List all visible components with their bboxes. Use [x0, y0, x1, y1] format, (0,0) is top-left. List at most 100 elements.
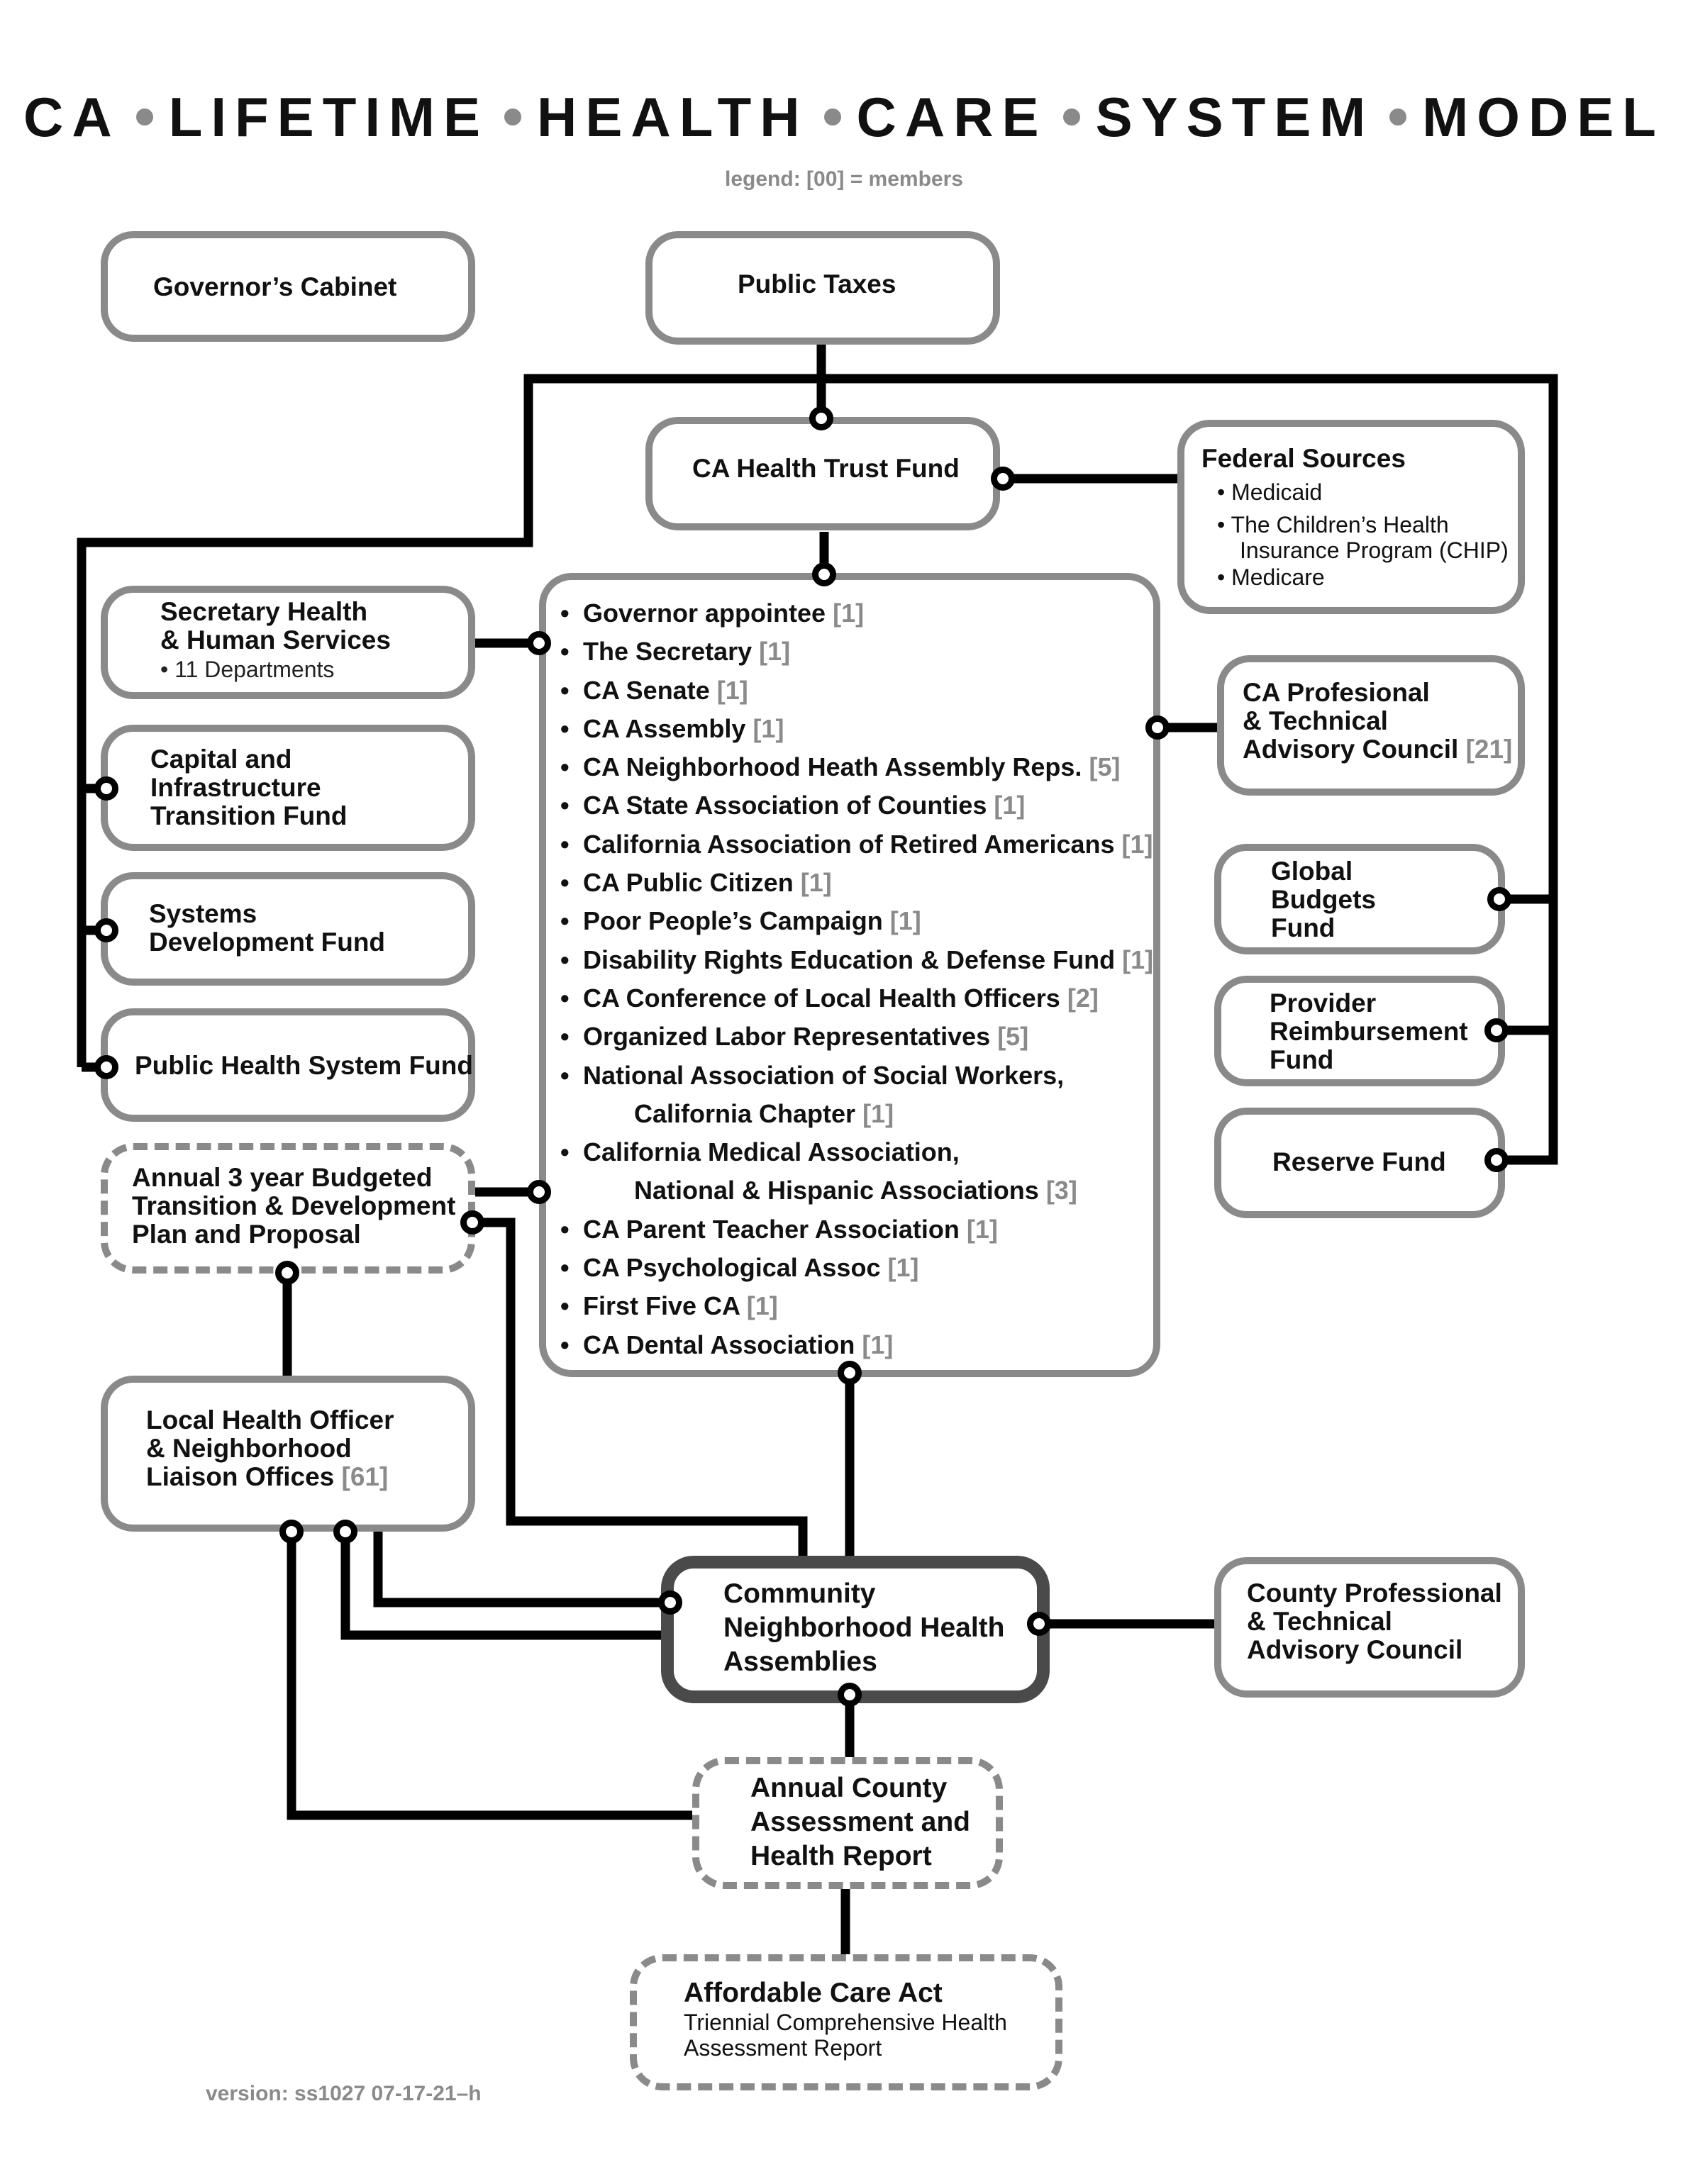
annual-plan-line: Transition & Development — [132, 1191, 456, 1220]
global-budgets-line: Fund — [1271, 913, 1336, 942]
board-member-count: [2] — [1067, 983, 1099, 1013]
wire-local-community-2 — [340, 1532, 670, 1640]
global-budgets-line: Global — [1271, 857, 1353, 886]
county-assessment-line: Health Report — [750, 1841, 932, 1871]
federal-item: • The Children’s Health — [1217, 512, 1449, 537]
local-health-count: [61] — [341, 1462, 389, 1491]
board-member-name: CA Senate — [583, 675, 710, 705]
capital-line: Transition Fund — [150, 801, 348, 830]
board-members-list: • Governor appointee [1] •The Secretary [1… — [560, 594, 1153, 1364]
federal-item-text: Medicaid — [1231, 479, 1323, 505]
bullet: • — [560, 829, 570, 859]
connector-node — [1145, 715, 1170, 740]
title-separator-dot — [823, 108, 841, 126]
board-member-count: [1] — [889, 906, 921, 936]
title-separator-dot — [1389, 108, 1407, 126]
community-line: Neighborhood Health — [723, 1612, 1005, 1643]
secretary-box — [101, 586, 475, 699]
community-line: Community — [723, 1578, 876, 1609]
connector-node — [275, 1261, 299, 1285]
provider-line: Fund — [1270, 1045, 1334, 1074]
ca-professional-council-box — [1217, 655, 1525, 796]
provider-reimbursement-box — [1214, 976, 1505, 1086]
secretary-sub-text: 11 Departments — [174, 657, 335, 682]
global-budgets-line: Budgets — [1271, 885, 1376, 914]
board-member-item: •Poor People’s Campaign [1] — [560, 902, 1153, 940]
bullet: • — [560, 713, 570, 743]
board-member-name: CA Psychological Assoc — [583, 1253, 881, 1283]
federal-item-text: The Children’s Health — [1231, 512, 1449, 537]
capital-line: Capital and — [150, 745, 292, 774]
board-member-name: CA Dental Association — [583, 1330, 855, 1359]
county-prof-line: Advisory Council — [1247, 1635, 1463, 1664]
board-member-item: •The Secretary [1] — [560, 633, 1153, 671]
local-health-line2: & Neighborhood — [146, 1434, 352, 1463]
board-member-item: •First Five CA [1] — [560, 1287, 1153, 1325]
county-assessment-line: Assessment and — [750, 1807, 970, 1837]
board-member-name: Governor appointee — [583, 598, 826, 628]
connector-node — [1027, 1612, 1051, 1636]
connector-node — [991, 467, 1015, 491]
board-member-name: California Chapter — [634, 1098, 856, 1128]
board-member-item: •CA Dental Association [1] — [560, 1326, 1153, 1364]
bullet: • — [560, 675, 570, 705]
board-member-item: •Organized Labor Representatives [5] — [560, 1018, 1153, 1056]
board-member-name: CA Public Citizen — [583, 868, 794, 898]
board-member-item: •CA Conference of Local Health Officers … — [560, 979, 1153, 1018]
board-member-name: California Medical Association, — [583, 1137, 960, 1167]
board-member-item: •CA State Association of Counties [1] — [560, 786, 1153, 825]
bullet: • — [560, 1137, 570, 1167]
board-member-item: •National Association of Social Workers, — [560, 1057, 1153, 1095]
board-member-count: [1] — [862, 1098, 894, 1128]
connector-node — [94, 918, 118, 942]
board-member-name: First Five CA — [583, 1291, 740, 1321]
wire-top-loop-right — [821, 374, 1558, 1165]
board-member-item: California Chapter [1] — [560, 1095, 1153, 1133]
board-member-item: •Disability Rights Education & Defense F… — [560, 941, 1153, 979]
bullet: • — [560, 868, 570, 898]
bullet: • — [560, 1214, 570, 1244]
wire-plan-community — [472, 1218, 808, 1566]
federal-item-cont: Insurance Program (CHIP) — [1240, 537, 1509, 563]
connector-node — [1484, 1018, 1509, 1042]
trust-fund-box — [645, 417, 1000, 530]
connector-node — [809, 406, 833, 430]
governors-cabinet-label: Governor’s Cabinet — [153, 272, 397, 301]
ca-professional-line1: CA Profesional — [1243, 678, 1430, 707]
wire-local-community-1 — [373, 1532, 670, 1608]
reserve-fund-box — [1214, 1108, 1505, 1218]
bullet: • — [560, 1253, 570, 1283]
board-member-name: National & Hispanic Associations — [634, 1176, 1039, 1205]
county-professional-council-box — [1214, 1557, 1525, 1698]
ca-professional-line3: Advisory Council [21] — [1243, 735, 1512, 764]
board-member-item: •CA Public Citizen [1] — [560, 864, 1153, 902]
connector-node — [1484, 1148, 1509, 1172]
wire-top-loop — [77, 374, 821, 1067]
title-word: CARE — [856, 86, 1048, 148]
title-word: LIFETIME — [168, 86, 489, 148]
wire-local-assessment — [287, 1532, 699, 1820]
ca-professional-line2: & Technical — [1243, 706, 1388, 735]
title-word: HEALTH — [537, 86, 809, 148]
title-word: SYSTEM — [1095, 86, 1375, 148]
board-member-item: •CA Senate [1] — [560, 672, 1153, 710]
title-word: CA — [23, 86, 121, 148]
systems-line: Systems — [149, 899, 257, 928]
public-health-label: Public Health System Fund — [135, 1051, 473, 1080]
secretary-sub: • 11 Departments — [160, 657, 335, 682]
board-member-item: •CA Parent Teacher Association [1] — [560, 1210, 1153, 1249]
local-health-line3: Liaison Offices [61] — [146, 1462, 388, 1491]
title-separator-dot — [135, 108, 153, 126]
board-member-count: [1] — [887, 1253, 919, 1283]
board-member-count: [5] — [1089, 752, 1121, 782]
board-member-name: California Association of Retired Americ… — [583, 829, 1115, 859]
board-member-count: [5] — [997, 1022, 1029, 1052]
connector-node — [94, 776, 118, 801]
board-member-name: Disability Rights Education & Defense Fu… — [583, 945, 1116, 974]
version-label: version: ss1027 07-17-21–h — [206, 2082, 482, 2105]
connector-node — [1487, 887, 1511, 911]
annual-plan-line: Annual 3 year Budgeted — [132, 1163, 433, 1192]
connector-node — [527, 631, 551, 655]
connector-node — [812, 562, 836, 586]
capital-line: Infrastructure — [150, 773, 321, 802]
